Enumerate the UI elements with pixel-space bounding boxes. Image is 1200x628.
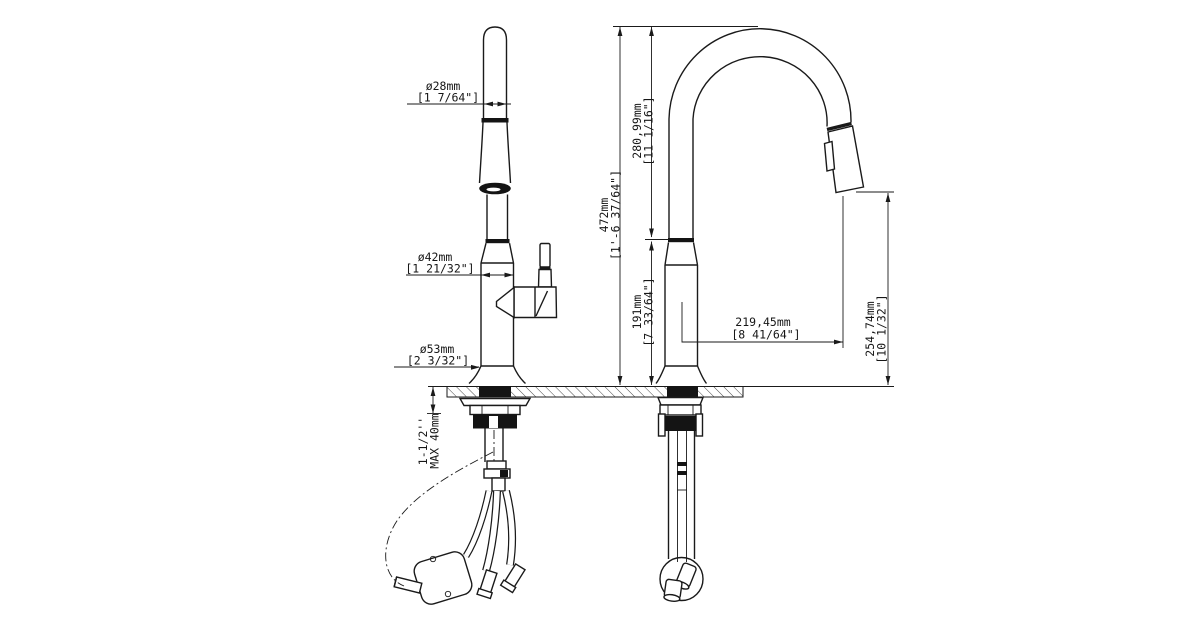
arrowhead [649,228,654,238]
arrowhead [885,376,891,385]
weight-screw-hole [429,555,437,563]
dim-arc-height-imperial: [11 1/16"] [642,96,656,165]
countertop-hatch [446,386,744,398]
mounting-nut [659,404,702,416]
dim-spout-diameter-metric: ø28mm [426,79,461,93]
handle-lever-rod [539,242,551,268]
aerator-slot [486,187,501,192]
arrowhead [430,387,436,396]
dim-neck-diameter-metric: ø42mm [418,250,453,264]
hose-fitting [491,477,506,492]
handle-nose [495,286,515,319]
dim-base-diameter-metric: ø53mm [420,342,455,356]
dim-base-diameter: ø53mm [2 3/32"] [394,342,480,370]
countertop [428,386,894,398]
riser-band [668,238,694,243]
hose-loop [659,556,704,602]
spout-column [482,26,508,118]
arrowhead [484,101,493,107]
hose-fitting [486,460,507,470]
dim-spray-head-height-imperial: [10 1/32"] [875,294,889,363]
arrowhead [430,404,436,414]
weight-screw-hole [444,590,452,598]
tube-collar [677,471,687,475]
body-cone [480,243,515,264]
dim-spray-head-height: 254,74mm [10 1/32"] [856,191,894,385]
gooseneck-outer-arc [668,28,852,123]
arrowhead [471,364,480,370]
faucet-side-view [385,26,558,605]
dim-arc-height: 280,99mm [11 1/16"] [630,27,669,240]
spray-head-right-edge [506,122,512,184]
dim-spout-reach-imperial: [8 41/64"] [731,328,800,342]
dim-overall-height-imperial: [1'-6 37/64"] [609,170,623,260]
left-under-sink-assembly [385,397,532,605]
spray-hose-inner [464,490,492,558]
arrowhead [649,241,654,251]
dim-mounting-thickness-metric: MAX 40mm [428,413,442,468]
dim-spout-diameter: ø28mm [1 7/64"] [407,79,511,107]
hose-end [663,578,683,602]
supply-hose-inner [483,490,500,572]
hub-detail-line [535,290,549,317]
arrowhead [834,339,843,345]
lever-base [537,268,553,288]
arrowhead [481,272,490,278]
dim-line [681,302,843,343]
spray-head-left-edge [478,122,484,184]
hose-weight [413,551,473,605]
left-shank-through-deck [479,386,511,398]
right-shank-through-deck [667,386,698,398]
hose-loop-centerline [385,451,494,587]
spray-button [823,140,836,172]
mounting-flange [458,397,532,407]
spout-joint-band [481,118,509,123]
supply-hose-inner [503,490,515,566]
dim-overall-height: 472mm [1'-6 37/64"] [597,26,758,385]
faucet-gooseneck-view [655,28,865,602]
dim-spout-height-metric: 191mm [630,295,644,330]
arrowhead [497,101,507,107]
dim-spout-diameter-imperial: [1 7/64"] [417,91,479,105]
dim-spout-height: 191mm [7 33/64"] [630,241,656,385]
spray-head-joint [826,121,852,132]
arrowhead [649,376,654,385]
dim-neck-diameter: ø42mm [1 21/32"] [405,250,514,278]
neck-band [485,239,510,244]
lock-ring [664,416,697,431]
riser-cone [664,242,699,266]
dim-overall-height-metric: 472mm [597,198,611,233]
hose-connector [499,562,526,594]
arrowhead [617,376,623,385]
arrowhead [504,272,514,278]
dim-spout-reach: 219,45mm [8 41/64"] [681,196,844,348]
hose-fitting-clip [500,470,508,477]
mounting-flange [656,396,705,406]
dim-neck-diameter-imperial: [1 21/32"] [405,262,474,276]
right-under-sink-assembly [656,396,705,602]
bracket-tab [695,413,704,437]
handle [495,242,558,319]
dim-base-diameter-imperial: [2 3/32"] [407,354,469,368]
pulldown-spray-head [827,125,865,194]
arrowhead [649,27,654,36]
tube-collar [677,462,687,466]
dim-arc-height-metric: 280,99mm [630,103,644,158]
bracket-tab [657,413,666,437]
lock-ring-slot [489,416,498,428]
gooseneck-inner-arc [692,55,828,127]
mounting-nut [469,404,521,416]
dim-mounting-thickness-imperial: 1-1/2'' [416,417,430,465]
dim-spout-reach-metric: 219,45mm [735,315,790,329]
arrowhead [885,193,891,202]
riser-base-flare [655,365,708,384]
dim-spout-height-imperial: [7 33/64"] [642,277,656,346]
arrowhead [617,27,623,36]
hose-stub [393,576,423,594]
hose-connector [476,569,498,600]
dim-spray-head-height-metric: 254,74mm [863,301,877,356]
base-flare [468,365,526,385]
dim-mounting-thickness: 1-1/2'' MAX 40mm [416,387,442,469]
